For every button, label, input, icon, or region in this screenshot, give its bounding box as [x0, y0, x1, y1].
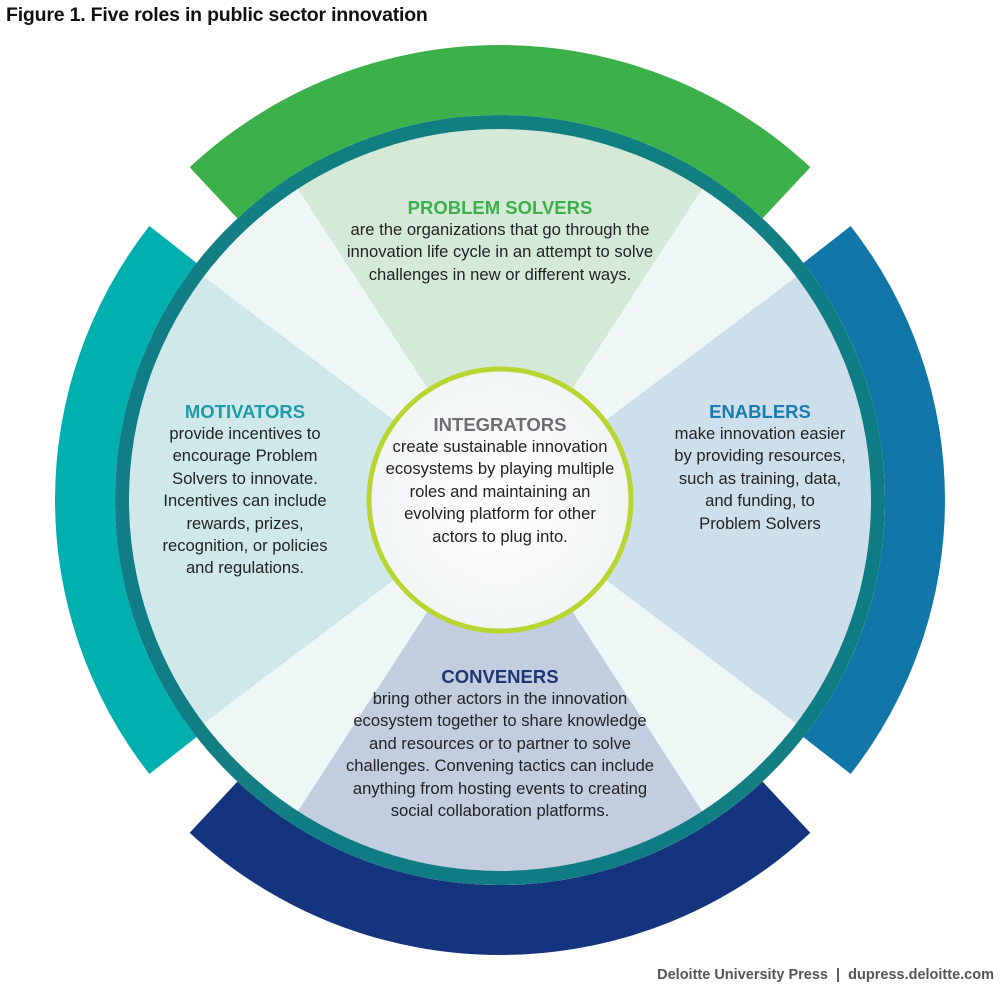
- enablers-line: make innovation easier: [674, 424, 846, 443]
- integrators-heading: INTEGRATORS: [433, 414, 567, 435]
- figure-title: Figure 1. Five roles in public sector in…: [6, 4, 428, 26]
- integrators-circle: [366, 366, 634, 634]
- footer-credit: Deloitte University Press | dupress.delo…: [657, 967, 994, 983]
- problem-solvers-block: PROBLEM SOLVERS are the organizations th…: [250, 196, 750, 286]
- enablers-wedge: [500, 268, 886, 732]
- conveners-line: anything from hosting events to creating: [352, 778, 648, 798]
- integrators-line: create sustainable innovation: [392, 437, 608, 456]
- motivators-line: rewards, prizes,: [186, 513, 304, 533]
- problem-solvers-line: are the organizations that go through th…: [350, 220, 650, 239]
- motivators-line: encourage Problem: [172, 446, 318, 466]
- integrators-line: roles and maintaining an: [409, 481, 591, 501]
- enablers-line: by providing resources,: [674, 446, 846, 466]
- integrators-line: actors to plug into.: [432, 526, 568, 546]
- motivators-line: provide incentives to: [169, 424, 321, 443]
- problem-solvers-heading: PROBLEM SOLVERS: [407, 197, 593, 218]
- conveners-wedge: [290, 500, 710, 885]
- motivators-line: and regulations.: [185, 558, 305, 578]
- enablers-block: ENABLERS make innovation easier by provi…: [645, 400, 875, 535]
- enablers-line: and funding, to: [705, 491, 815, 511]
- integrators-line: evolving platform for other: [404, 504, 596, 524]
- enablers-line: such as training, data,: [678, 468, 842, 488]
- motivators-line: recognition, or policies: [162, 536, 328, 556]
- enablers-heading: ENABLERS: [709, 401, 811, 422]
- conveners-block: CONVENERS bring other actors in the inno…: [260, 665, 740, 822]
- conveners-line: and resources or to partner to solve: [369, 733, 631, 753]
- conveners-line: challenges. Convening tactics can includ…: [345, 756, 655, 776]
- conveners-line: ecosystem together to share knowledge: [353, 711, 647, 731]
- integrators-line: ecosystems by playing multiple: [385, 459, 615, 479]
- motivators-line: Incentives can include: [163, 491, 327, 511]
- problem-solvers-line: innovation life cycle in an attempt to s…: [346, 242, 654, 262]
- integrators-block: INTEGRATORS create sustainable innovatio…: [365, 413, 635, 548]
- main-ring: [115, 115, 885, 885]
- conveners-heading: CONVENERS: [441, 666, 559, 687]
- problem-solvers-wedge: [290, 115, 710, 501]
- conveners-line: bring other actors in the innovation: [372, 689, 628, 708]
- enablers-line: Problem Solvers: [699, 513, 821, 533]
- conveners-line: social collaboration platforms.: [390, 801, 610, 821]
- motivators-heading: MOTIVATORS: [184, 401, 306, 422]
- motivators-line: Solvers to innovate.: [172, 468, 318, 488]
- motivators-block: MOTIVATORS provide incentives to encoura…: [130, 400, 360, 580]
- motivators-wedge: [115, 268, 501, 732]
- problem-solvers-line: challenges in new or different ways.: [368, 264, 632, 284]
